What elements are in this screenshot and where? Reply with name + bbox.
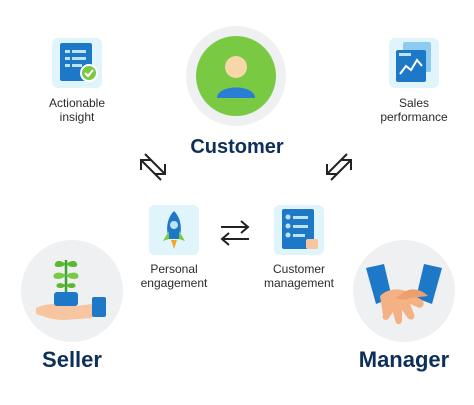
seller-circle bbox=[21, 240, 123, 342]
diagonal-swap-arrows-icon bbox=[136, 150, 170, 184]
customer-avatar-icon bbox=[196, 36, 276, 116]
checklist-document-icon bbox=[50, 36, 104, 90]
personal-engagement-label: Personal engagement bbox=[140, 262, 208, 290]
contact-list-icon bbox=[272, 203, 326, 257]
rocket-icon bbox=[147, 203, 201, 257]
customer-management-label: Customer management bbox=[263, 262, 335, 290]
performance-chart-icon bbox=[387, 36, 441, 90]
actionable-insight-label: Actionable insight bbox=[48, 96, 106, 124]
diagonal-swap-arrows-icon bbox=[322, 150, 356, 184]
manager-label: Manager bbox=[358, 347, 450, 372]
horizontal-swap-arrows-icon bbox=[218, 218, 252, 248]
handshake-icon bbox=[362, 258, 446, 334]
seller-label: Seller bbox=[42, 347, 102, 372]
plant-in-hand-icon bbox=[28, 250, 116, 330]
customer-label: Customer bbox=[190, 136, 284, 158]
sales-performance-label: Sales performance bbox=[380, 96, 448, 124]
